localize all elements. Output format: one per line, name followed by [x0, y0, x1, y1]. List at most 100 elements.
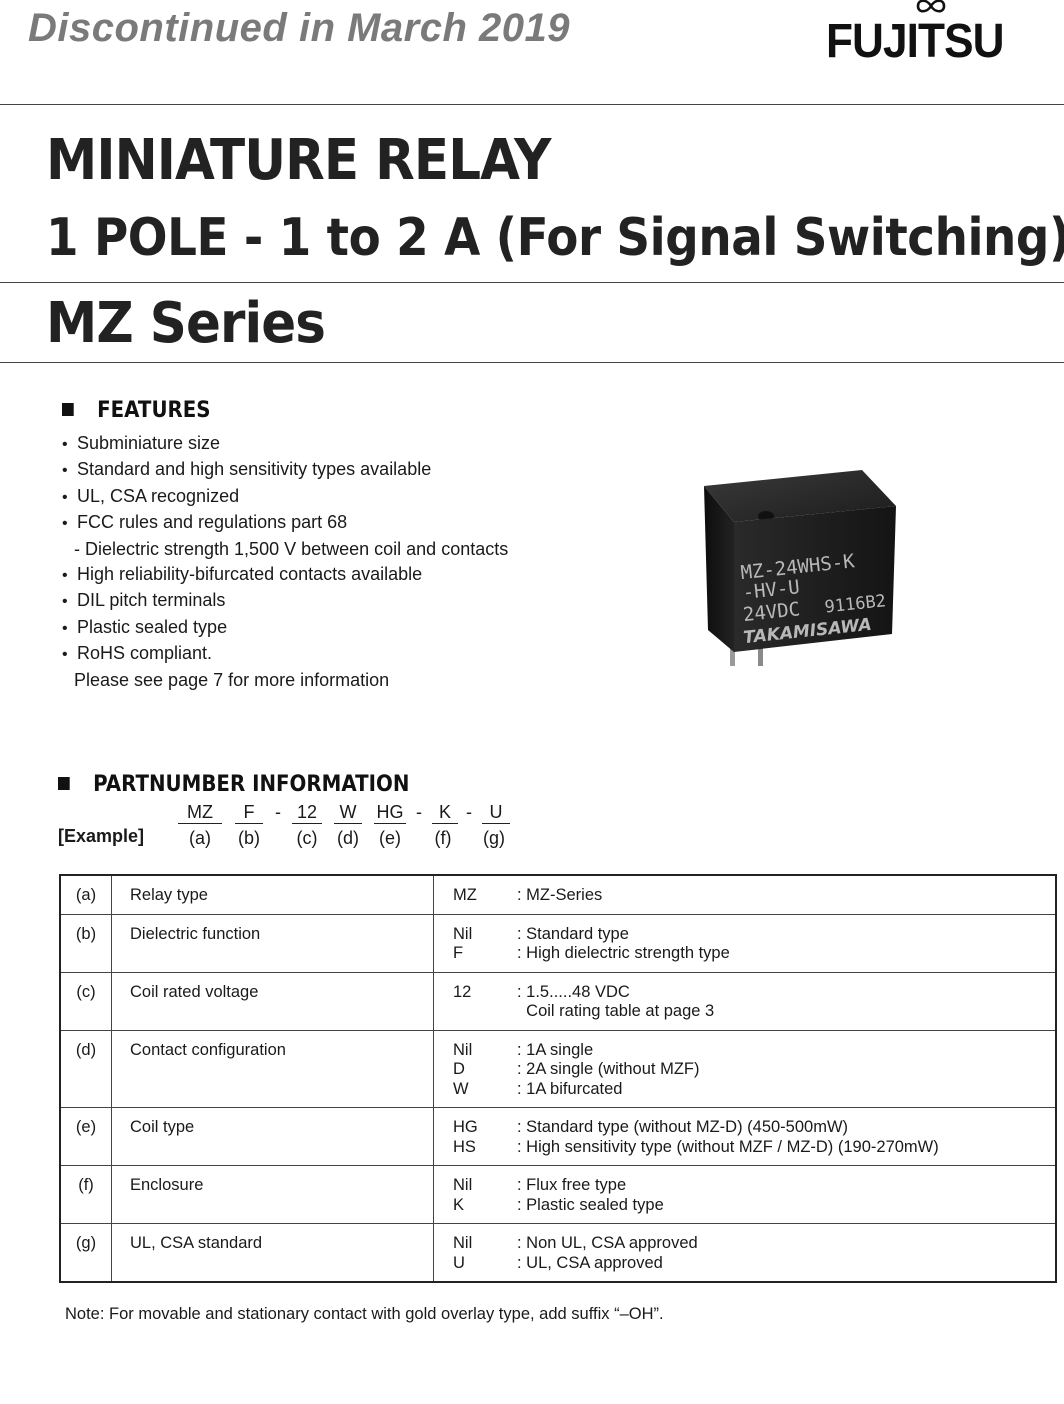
feature-item: UL, CSA recognized: [62, 484, 508, 510]
field-name: UL, CSA standard: [111, 1223, 434, 1282]
example-code-b: F: [235, 802, 263, 824]
field-options: MZ : MZ-Series: [434, 875, 1057, 914]
field-options: HG : Standard type (without MZ-D) (450-50…: [433, 1107, 1056, 1166]
relay-product-image: MZ-24WHS-K -HV-U 24VDC 9116B2 TAKAMISAWA: [690, 462, 910, 672]
option-description: : Standard type: [517, 924, 629, 943]
feature-item: DIL pitch terminals: [62, 588, 508, 614]
example-code-e: HG: [374, 802, 406, 824]
example-letter-c: (c): [296, 828, 318, 848]
field-name: Dielectric function: [111, 913, 434, 972]
square-bullet-icon: [62, 402, 74, 416]
option-line: F : High dielectric strength type: [453, 944, 1055, 964]
option-code: K: [453, 1195, 465, 1214]
feature-item: - Dielectric strength 1,500 V between co…: [74, 538, 509, 559]
option-code: HS: [453, 1137, 476, 1156]
feature-item: Standard and high sensitivity types avai…: [62, 457, 508, 483]
example-code-d: W: [334, 802, 362, 824]
option-line: MZ : MZ-Series: [453, 886, 1055, 906]
example-letter-d: (d): [337, 828, 359, 848]
example-letter-a: (a): [189, 828, 211, 848]
feature-item: Please see page 7 for more information: [74, 669, 390, 690]
option-code: W: [453, 1079, 469, 1098]
option-description: : UL, CSA approved: [517, 1253, 663, 1272]
example-letter-b: (b): [238, 828, 260, 848]
option-description: : 1A bifurcated: [517, 1079, 623, 1098]
example-label: [Example]: [58, 826, 145, 846]
option-code: 12: [453, 982, 472, 1001]
square-bullet-icon: [58, 776, 70, 790]
option-description: : High dielectric strength type: [517, 944, 730, 962]
relay-illustration: MZ-24WHS-K -HV-U 24VDC 9116B2 TAKAMISAWA: [704, 470, 896, 666]
option-description: : Standard type (without MZ-D) (450-500m…: [517, 1118, 849, 1136]
infinity-logo-icon: [916, 0, 946, 13]
option-code: D: [453, 1060, 465, 1078]
option-code: MZ: [453, 886, 477, 904]
series-title: MZ Series: [46, 291, 326, 356]
option-description: : MZ-Series: [517, 886, 603, 904]
option-description: : 1.5.....48 VDC: [517, 982, 630, 1001]
option-line: Nil : 1A single: [453, 1041, 1055, 1061]
example-letter-e: (e): [379, 828, 401, 848]
features-heading: FEATURES: [62, 398, 211, 423]
option-line: U: UL, CSA approved: [453, 1254, 1055, 1274]
example-separator: -: [466, 802, 472, 822]
feature-item: FCC rules and regulations part 68: [62, 510, 508, 536]
field-letter: (e): [60, 1107, 112, 1166]
field-letter: (g): [60, 1223, 112, 1282]
option-line: Nil: Non UL, CSA approved: [453, 1234, 1055, 1254]
option-line: Coil rating table at page 3: [453, 1002, 1055, 1022]
feature-item: High reliability-bifurcated contacts ava…: [62, 562, 508, 588]
option-line: W : 1A bifurcated: [453, 1080, 1055, 1100]
option-description: : 2A single (without MZF): [517, 1060, 700, 1078]
option-code: Nil: [453, 1040, 473, 1059]
field-name: Coil type: [111, 1107, 434, 1166]
example-code-f: K: [432, 802, 458, 824]
example-code-c: 12: [292, 802, 322, 824]
option-line: HG : Standard type (without MZ-D) (450-50…: [453, 1118, 1055, 1138]
field-name: Enclosure: [111, 1165, 434, 1224]
table-row: (e)Coil type HG : Standard type (without M…: [60, 1107, 1056, 1166]
option-code: [453, 1002, 517, 1022]
field-name: Contact configuration: [111, 1029, 434, 1108]
field-name: Coil rated voltage: [111, 971, 434, 1030]
fujitsu-logo: FUJITSU: [826, 0, 1026, 80]
option-line: K : Plastic sealed type: [453, 1196, 1055, 1216]
option-line: 12 : 1.5.....48 VDC: [453, 983, 1055, 1003]
option-description: : Flux free type: [517, 1176, 627, 1194]
feature-item: Subminiature size: [62, 431, 508, 457]
gold-overlay-note: Note: For movable and stationary contact…: [65, 1305, 664, 1323]
option-description: Coil rating table at page 3: [517, 1002, 715, 1020]
option-line: Nil: Flux free type: [453, 1176, 1055, 1196]
example-separator: -: [275, 802, 281, 822]
discontinued-notice: Discontinued in March 2019: [28, 6, 571, 50]
product-subtitle: 1 POLE - 1 to 2 A (For Signal Switching): [46, 208, 1064, 268]
example-letter-f: (f): [434, 828, 452, 848]
header-divider: [0, 104, 1064, 105]
brand-name: FUJITSU: [826, 15, 1004, 68]
field-letter: (f): [60, 1165, 112, 1224]
option-description: : Plastic sealed type: [517, 1195, 664, 1214]
example-code-a: MZ: [178, 802, 222, 824]
example-letter-g: (g): [483, 828, 505, 848]
field-letter: (a): [60, 875, 112, 914]
title-divider: [0, 282, 1064, 283]
option-description: : 1A single: [517, 1040, 594, 1059]
features-heading-text: FEATURES: [97, 398, 211, 423]
option-code: F: [453, 944, 464, 962]
option-line: Nil: Standard type: [453, 925, 1055, 945]
option-line: HS: High sensitivity type (without MZF /…: [453, 1138, 1055, 1158]
option-code: HG: [453, 1118, 478, 1136]
partnumber-heading: PARTNUMBER INFORMATION: [58, 772, 409, 797]
example-code-g: U: [482, 802, 510, 824]
product-title: MINIATURE RELAY: [46, 128, 551, 193]
series-divider: [0, 362, 1064, 363]
feature-item: Plastic sealed type: [62, 615, 508, 641]
